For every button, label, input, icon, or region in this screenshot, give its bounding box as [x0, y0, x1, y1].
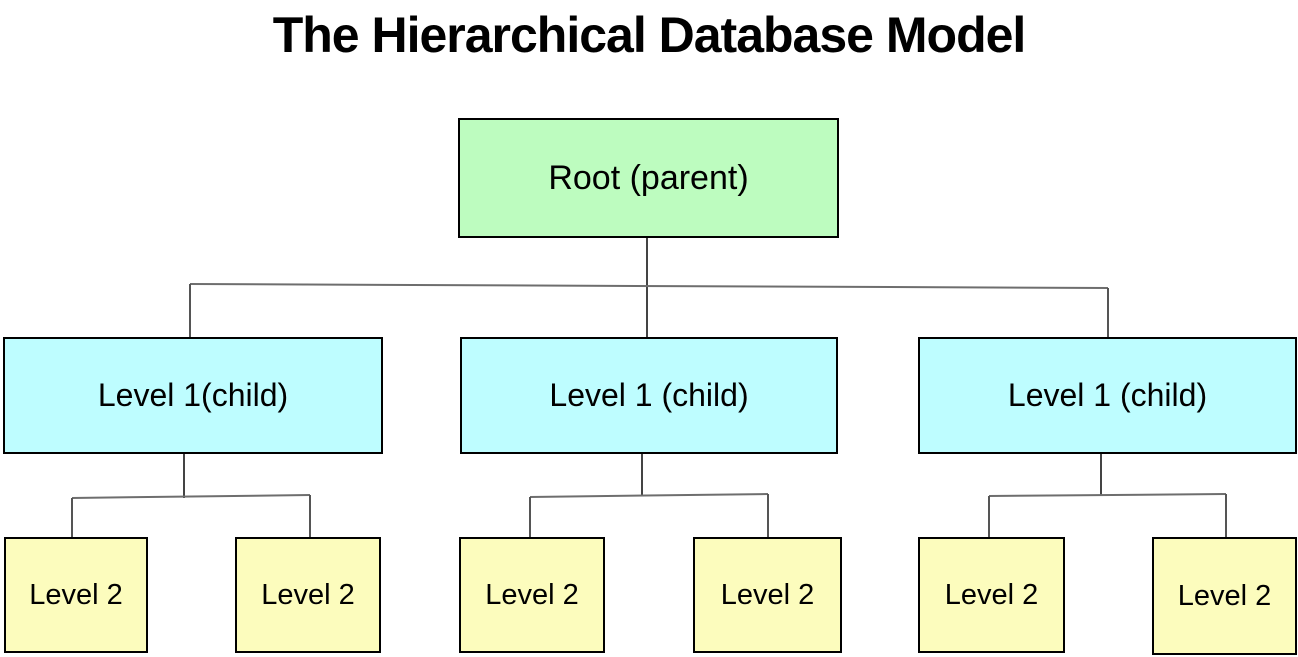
node-level2-1: Level 2: [235, 537, 381, 653]
node-level1-2: Level 1 (child): [918, 337, 1297, 454]
node-level2-2-label: Level 2: [485, 578, 579, 611]
node-root-label: Root (parent): [548, 158, 749, 197]
node-level1-1: Level 1 (child): [460, 337, 838, 454]
node-level2-0-label: Level 2: [29, 578, 123, 611]
node-level2-4: Level 2: [918, 537, 1065, 653]
node-level1-2-label: Level 1 (child): [1007, 377, 1208, 413]
node-level2-3: Level 2: [693, 537, 842, 653]
diagram-title: The Hierarchical Database Model: [272, 7, 1027, 63]
node-level1-0: Level 1(child): [3, 337, 383, 454]
connector-l1-0-rail: [71, 494, 311, 499]
node-level2-0: Level 2: [4, 537, 148, 653]
node-level2-3-label: Level 2: [720, 578, 815, 611]
node-level1-0-label: Level 1(child): [97, 377, 289, 413]
connector-root-rail: [189, 283, 1109, 289]
node-level2-4-label: Level 2: [944, 578, 1039, 611]
connector-l1-1-rail: [529, 493, 769, 498]
node-level2-5: Level 2: [1152, 537, 1297, 655]
node-root: Root (parent): [458, 118, 839, 238]
node-level2-2: Level 2: [459, 537, 605, 653]
node-level1-1-label: Level 1 (child): [549, 377, 749, 413]
connector-l1-2-rail: [988, 493, 1227, 497]
node-level2-1-label: Level 2: [261, 578, 355, 611]
node-level2-5-label: Level 2: [1177, 579, 1272, 612]
